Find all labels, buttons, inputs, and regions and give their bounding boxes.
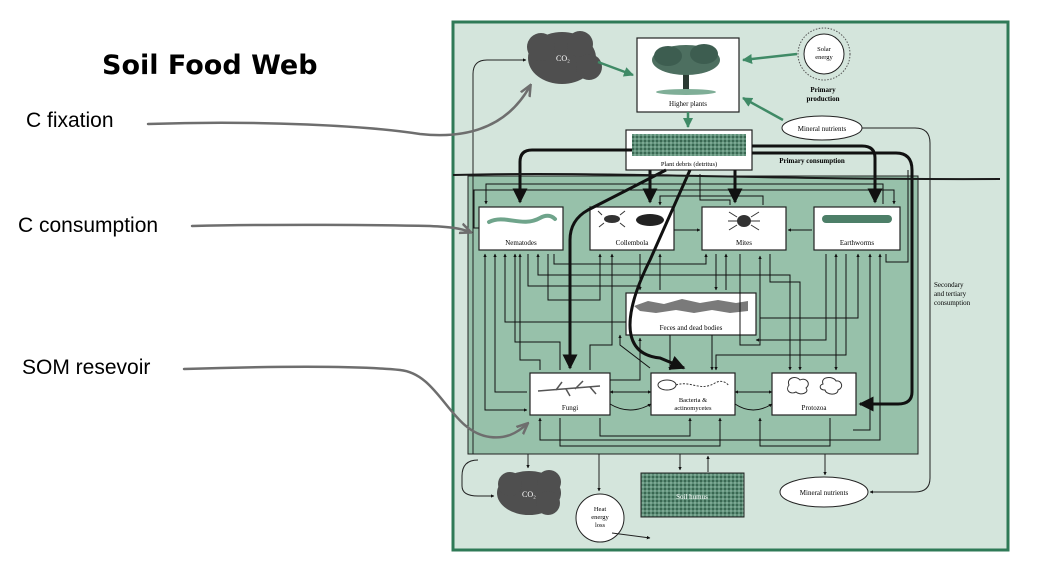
c-fixation-label: C fixation [26,109,114,132]
higher-plants-box: Higher plants [636,37,740,113]
nematodes-label: Nematodes [505,239,537,247]
secondary-label-3: consumption [934,299,971,307]
plant-debris-box: Plant debris (detritus) [625,129,753,171]
mites-box: Mites [701,206,787,251]
collembola-label: Collembola [616,239,650,247]
heat-label-3: loss [595,522,606,529]
feces-box: Feces and dead bodies [625,292,757,336]
feces-label: Feces and dead bodies [660,324,723,332]
mites-label: Mites [736,239,752,247]
plant-debris-label: Plant debris (detritus) [661,161,717,168]
protozoa-label: Protozoa [802,404,828,412]
fungi-label: Fungi [562,404,578,412]
soil-humus-label: Soil humus [676,493,708,501]
co2-bottom-label: CO₂ [522,490,536,499]
fungi-box: Fungi [529,372,611,416]
primary-consumption-label: Primary consumption [779,157,845,165]
primary-production-2: production [807,95,840,103]
solar-energy-sun: Solar energy [797,27,851,81]
secondary-label-2: and tertiary [934,290,967,298]
mineral-nutrients-bottom: Mineral nutrients [779,476,869,508]
mineral-nutrients-bottom-label: Mineral nutrients [800,489,849,497]
bacteria-label-1: Bacteria & [679,397,707,404]
primary-production-1: Primary [810,86,836,94]
co2-bottom-cloud: CO₂ [497,470,561,515]
protozoa-box: Protozoa [771,372,857,416]
bacteria-label-2: actinomycetes [674,405,712,412]
bacteria-box: Bacteria & actinomycetes [650,372,736,416]
production-arrows [597,52,798,128]
cycle-lines [461,58,931,540]
heat-label-1: Heat [594,506,606,513]
heat-label-2: energy [591,514,609,521]
higher-plants-label: Higher plants [669,100,707,108]
solar-label-2: energy [815,54,833,61]
solar-label-1: Solar [817,46,832,53]
nematodes-box: Nematodes [478,206,564,251]
callout-arrows [146,86,530,439]
earthworms-box: Earthworms [813,206,901,251]
soil-humus-box: Soil humus [640,472,745,518]
soil-surface-line [452,172,1001,181]
secondary-label-1: Secondary [934,281,964,289]
c-consumption-label: C consumption [18,214,159,237]
mineral-nutrients-top: Mineral nutrients [781,115,863,141]
co2-top-cloud: CO₂ [527,31,602,84]
slide-title: Soil Food Web [102,50,318,81]
co2-top-label: CO₂ [556,54,570,63]
earthworms-label: Earthworms [840,239,874,247]
trophic-arrows [473,170,909,447]
collembola-box: Collembola [589,206,675,251]
mineral-nutrients-top-label: Mineral nutrients [798,125,847,133]
heat-loss-circle: Heat energy loss [575,493,625,543]
som-reservoir-label: SOM resevoir [22,356,151,379]
